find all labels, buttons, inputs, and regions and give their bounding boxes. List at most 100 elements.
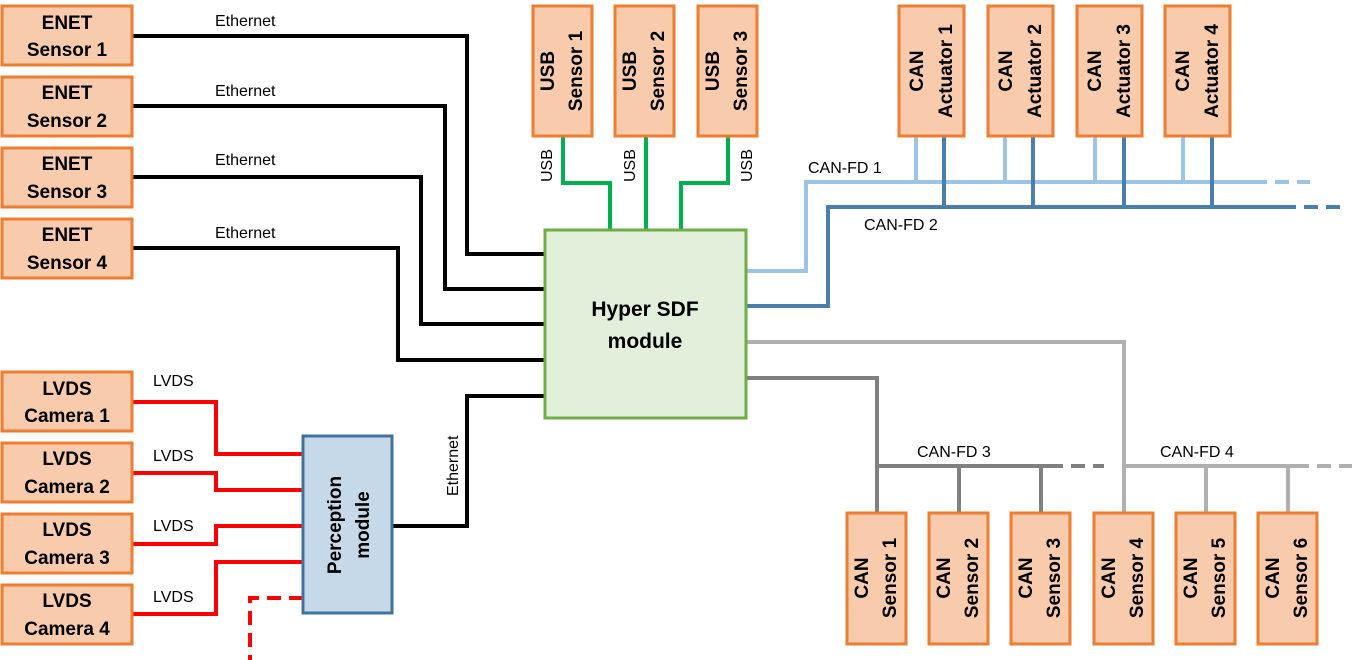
lvds-camera-3-line1: LVDS xyxy=(42,520,91,541)
usb-sensor-3-line2: Sensor 3 xyxy=(731,31,752,111)
perception-module-box xyxy=(301,434,394,615)
lvds-camera-4-line2: Camera 4 xyxy=(24,619,110,640)
can-actuator-2-line1: CAN xyxy=(996,50,1017,91)
usb-sensor-1-line2: Sensor 1 xyxy=(566,30,587,111)
usb-sensor-3: USB Sensor 3 xyxy=(696,4,759,138)
lvds-camera-2-line1: LVDS xyxy=(42,449,91,470)
can-actuator-4-box xyxy=(1163,4,1232,138)
can-sensor-3-line2: Sensor 3 xyxy=(1044,538,1065,618)
can-sensor-4-line1: CAN xyxy=(1099,557,1120,598)
can-sensor-3-box xyxy=(1009,511,1072,646)
can-fd-3-bus xyxy=(746,376,1104,513)
can-fd-4-wire xyxy=(746,340,1126,513)
can-fd-3-wire xyxy=(746,376,1049,468)
can-actuator-3-line2: Actuator 3 xyxy=(1114,24,1135,118)
ethernet-wire-2 xyxy=(132,104,545,291)
can-fd-1-drop xyxy=(914,136,1185,182)
can-sensor-6-line2: Sensor 6 xyxy=(1291,538,1312,618)
usb-wire-1 xyxy=(561,136,612,230)
enet-sensor-4-line1: ENET xyxy=(42,225,93,246)
usb-sensor-1: USB Sensor 1 xyxy=(531,4,594,138)
enet-sensor-3: ENET Sensor 3 xyxy=(0,146,134,209)
perception-module: Perception module xyxy=(301,434,394,615)
ethernet-label-perception: Ethernet xyxy=(445,435,462,496)
usb-sensor-2-line2: Sensor 2 xyxy=(648,31,669,111)
can-sensor-6-line1: CAN xyxy=(1263,557,1284,598)
hyper-sdf-module-line2: module xyxy=(608,330,683,353)
enet-sensor-1-line2: Sensor 1 xyxy=(27,40,108,61)
usb-sensor-2-box xyxy=(613,4,676,138)
can-sensor-1-line2: Sensor 1 xyxy=(880,537,901,618)
ethernet-label-2: Ethernet xyxy=(215,83,276,100)
usb-label-1: USB xyxy=(539,149,556,182)
wire-labels: Ethernet Ethernet Ethernet Ethernet Ethe… xyxy=(153,13,1234,606)
can-sensor-6: CAN Sensor 6 xyxy=(1256,511,1319,646)
can-sensor-4: CAN Sensor 4 xyxy=(1092,511,1155,646)
can-actuator-4-line2: Actuator 4 xyxy=(1202,24,1223,118)
lvds-label-1: LVDS xyxy=(153,373,194,390)
ethernet-wires xyxy=(132,34,545,528)
can-actuator-1-line1: CAN xyxy=(907,50,928,91)
ethernet-wire-1 xyxy=(132,34,545,256)
can-sensor-1-box xyxy=(845,511,908,646)
can-sensor-1: CAN Sensor 1 xyxy=(845,511,908,646)
can-actuator-1: CAN Actuator 1 xyxy=(897,4,966,138)
enet-sensor-4-line2: Sensor 4 xyxy=(27,253,108,274)
enet-sensor-4-box xyxy=(0,217,134,280)
lvds-camera-2-box xyxy=(0,441,134,504)
lvds-label-2: LVDS xyxy=(153,448,194,465)
ethernet-wire-perception xyxy=(392,394,545,528)
ethernet-label-1: Ethernet xyxy=(215,13,276,30)
can-actuator-4-line1: CAN xyxy=(1173,50,1194,91)
ethernet-label-3: Ethernet xyxy=(215,152,276,169)
enet-sensor-3-line1: ENET xyxy=(42,154,93,175)
hyper-sdf-module: Hyper SDF module xyxy=(543,228,748,420)
lvds-camera-4: LVDS Camera 4 xyxy=(0,583,134,646)
usb-sensor-3-line1: USB xyxy=(703,51,724,91)
can-fd-1-bus xyxy=(746,136,1310,273)
can-sensor-3-line1: CAN xyxy=(1016,557,1037,598)
lvds-label-4: LVDS xyxy=(153,589,194,606)
can-sensor-5-box xyxy=(1174,511,1237,646)
can-fd-4-drop xyxy=(1204,466,1290,513)
lvds-camera-3-line2: Camera 3 xyxy=(24,548,110,569)
enet-sensor-2: ENET Sensor 2 xyxy=(0,75,134,138)
usb-wires xyxy=(561,136,730,230)
enet-sensor-3-line2: Sensor 3 xyxy=(27,182,107,203)
enet-sensor-4: ENET Sensor 4 xyxy=(0,217,134,280)
enet-sensor-1: ENET Sensor 1 xyxy=(0,4,134,67)
can-fd-4-label: CAN-FD 4 xyxy=(1160,444,1234,461)
can-fd-3-label: CAN-FD 3 xyxy=(917,444,991,461)
usb-sensor-1-line1: USB xyxy=(538,51,559,91)
perception-module-line1: Perception xyxy=(325,476,346,574)
can-actuator-1-box xyxy=(897,4,966,138)
can-fd-1-label: CAN-FD 1 xyxy=(808,160,882,177)
lvds-wire-2 xyxy=(132,471,303,492)
usb-sensor-2-line1: USB xyxy=(620,51,641,91)
can-fd-2-wire xyxy=(746,205,1282,308)
lvds-camera-4-box xyxy=(0,583,134,646)
usb-label-3: USB xyxy=(739,149,756,182)
can-sensor-2: CAN Sensor 2 xyxy=(927,511,990,646)
lvds-wire-4 xyxy=(132,560,303,616)
can-actuator-3-box xyxy=(1075,4,1144,138)
usb-sensor-3-box xyxy=(696,4,759,138)
ethernet-label-4: Ethernet xyxy=(215,225,276,242)
can-fd-1-wire xyxy=(746,180,1253,273)
lvds-camera-1: LVDS Camera 1 xyxy=(0,370,134,433)
lvds-wires xyxy=(132,400,303,660)
can-sensor-2-line2: Sensor 2 xyxy=(962,538,983,618)
enet-sensor-3-box xyxy=(0,146,134,209)
lvds-camera-3-box xyxy=(0,512,134,575)
hyper-sdf-module-line1: Hyper SDF xyxy=(591,298,699,321)
can-actuator-4: CAN Actuator 4 xyxy=(1163,4,1232,138)
lvds-camera-1-line2: Camera 1 xyxy=(24,406,110,427)
usb-sensor-1-box xyxy=(531,4,594,138)
can-actuator-3: CAN Actuator 3 xyxy=(1075,4,1144,138)
lvds-camera-3: LVDS Camera 3 xyxy=(0,512,134,575)
can-fd-4-bus xyxy=(746,340,1352,513)
lvds-camera-2: LVDS Camera 2 xyxy=(0,441,134,504)
lvds-camera-1-box xyxy=(0,370,134,433)
can-sensor-6-box xyxy=(1256,511,1319,646)
can-actuator-2-line2: Actuator 2 xyxy=(1025,24,1046,118)
